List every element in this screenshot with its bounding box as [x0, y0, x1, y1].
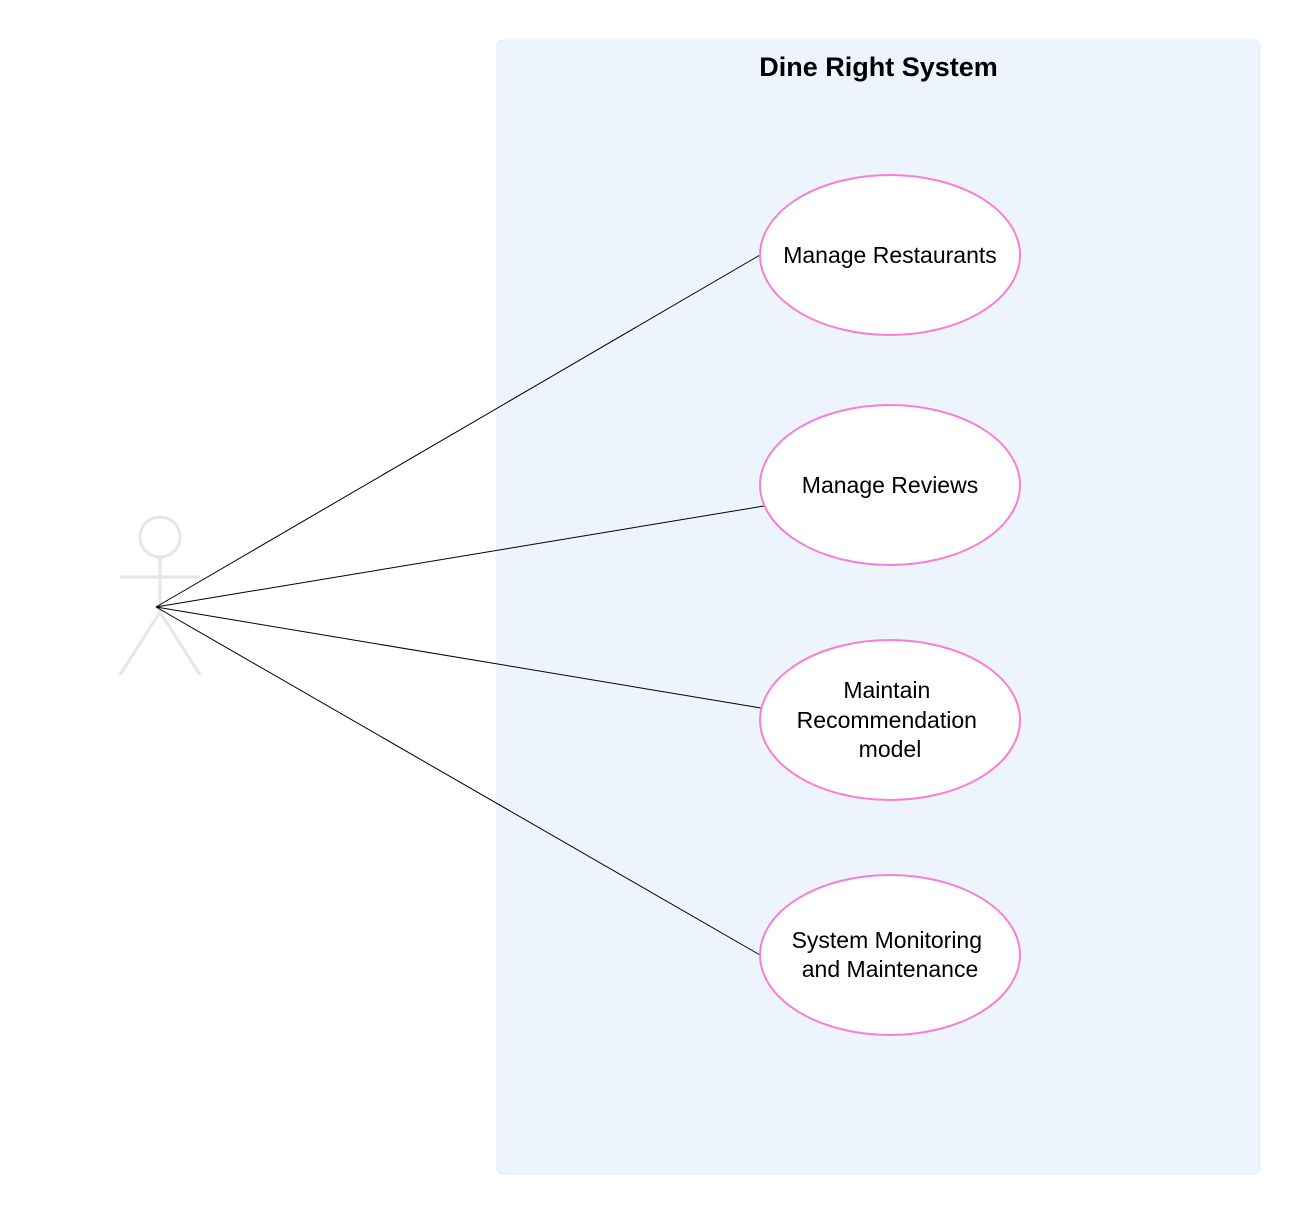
- association-manage-reviews: [155, 505, 765, 608]
- association-maintain-recommendation-model: [155, 606, 762, 709]
- association-system-monitoring: [155, 606, 761, 956]
- associations: [155, 254, 765, 956]
- system-boundary: [496, 39, 1261, 1175]
- usecase-manage-restaurants[interactable]: Manage Restaurants: [759, 174, 1021, 336]
- actor-right-leg: [158, 611, 202, 676]
- association-manage-restaurants: [155, 254, 761, 608]
- actor-stick-figure: [118, 515, 202, 676]
- usecase-label: System Monitoring and Maintenance: [792, 927, 989, 982]
- usecase-ellipse: [759, 639, 1021, 801]
- actor-left-leg: [118, 611, 162, 676]
- usecase-system-monitoring-and-maintenance[interactable]: System Monitoring and Maintenance: [759, 874, 1021, 1036]
- system-title: Dine Right System: [759, 52, 998, 82]
- usecase-ellipse: [759, 174, 1021, 336]
- usecase-label: Manage Restaurants: [783, 242, 997, 268]
- usecase-manage-reviews[interactable]: Manage Reviews: [759, 404, 1021, 566]
- usecase-maintain-recommendation-model[interactable]: Maintain Recommendation model: [759, 639, 1021, 801]
- usecase-ellipse: [759, 404, 1021, 566]
- usecase-ellipse: [759, 874, 1021, 1036]
- actor-head: [138, 515, 182, 559]
- usecase-label: Manage Reviews: [802, 472, 978, 498]
- usecase-label: Maintain Recommendation model: [797, 677, 984, 762]
